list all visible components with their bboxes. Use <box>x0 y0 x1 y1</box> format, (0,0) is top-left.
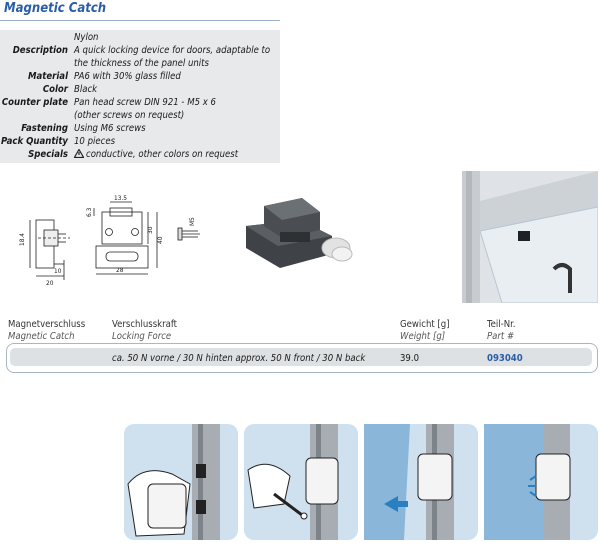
spec-row: Counter plate Pan head screw DIN 921 - M5… <box>0 96 280 109</box>
dim-20: 20 <box>46 279 54 287</box>
spec-key <box>0 57 74 70</box>
spec-value: Black <box>74 84 98 95</box>
spec-row: Color Black <box>0 83 280 96</box>
front-view-body <box>101 211 143 245</box>
warning-triangle-icon <box>74 149 84 158</box>
dim-10: 10 <box>54 267 62 275</box>
spec-value: the thickness of the panel units <box>74 58 209 69</box>
spec-value: Pan head screw DIN 921 - M5 x 6 <box>74 97 216 108</box>
install-step-4-photo <box>484 424 598 540</box>
spec-key <box>0 30 74 44</box>
dim-6-3: 6.3 <box>85 207 93 217</box>
title-divider <box>0 20 280 21</box>
product-photo <box>246 198 353 268</box>
spec-value: 10 pieces <box>74 136 116 147</box>
table-row-fill <box>10 348 592 366</box>
spec-key: Pack Quantity <box>0 136 68 147</box>
installed-photo <box>462 171 598 303</box>
spec-key: Fastening <box>21 123 68 134</box>
spec-key: Color <box>42 84 68 95</box>
spec-key: Material <box>28 71 68 82</box>
header-part: Teil-Nr.Part # <box>487 319 516 342</box>
spec-value: A quick locking device for doors, adapta… <box>74 45 271 56</box>
spec-row: the thickness of the panel units <box>0 57 280 70</box>
page-title: Magnetic Catch <box>4 1 107 16</box>
spec-row: Specials conductive, other colors on req… <box>0 148 280 163</box>
technical-drawing: 18.4 10 20 13.5 6.3 30 40 28 M5 <box>18 194 200 287</box>
install-step-1-photo <box>124 424 238 540</box>
spec-row: Nylon <box>0 30 280 44</box>
header-weight: Gewicht [g]Weight [g] <box>400 319 450 342</box>
spec-value: conductive, other colors on request <box>74 148 280 163</box>
spec-row: Description A quick locking device for do… <box>0 44 280 57</box>
spec-row: Fastening Using M6 screws <box>0 122 280 135</box>
dim-m5: M5 <box>188 217 196 226</box>
spec-value: Using M6 screws <box>74 123 146 134</box>
spec-table: Nylon Description A quick locking device … <box>0 30 280 163</box>
dim-18-4: 18.4 <box>18 233 26 246</box>
row-weight: 39.0 <box>400 353 420 364</box>
part-number-link[interactable]: 093040 <box>487 353 523 364</box>
install-step-3-photo <box>364 424 478 540</box>
spec-value: PA6 with 30% glass filled <box>74 71 181 82</box>
spec-key: Specials <box>28 149 68 160</box>
spec-row: (other screws on request) <box>0 109 280 122</box>
install-step-2-photo <box>244 424 358 540</box>
counter-plate-view <box>95 245 149 269</box>
dim-40: 40 <box>156 236 164 244</box>
spec-value: (other screws on request) <box>74 110 185 121</box>
spec-row: Material PA6 with 30% glass filled <box>0 70 280 83</box>
spec-row: Pack Quantity 10 pieces <box>0 135 280 148</box>
spec-key: Counter plate <box>1 97 68 108</box>
spec-value: Nylon <box>74 32 99 43</box>
row-force: ca. 50 N vorne / 30 N hinten approx. 50 … <box>112 353 366 364</box>
dim-30: 30 <box>146 226 154 234</box>
dim-13-5: 13.5 <box>114 194 127 202</box>
spec-value-text: conductive, other colors on request <box>86 149 239 160</box>
spec-key: Description <box>12 45 68 56</box>
spec-key <box>0 109 74 122</box>
dim-28: 28 <box>116 266 124 274</box>
